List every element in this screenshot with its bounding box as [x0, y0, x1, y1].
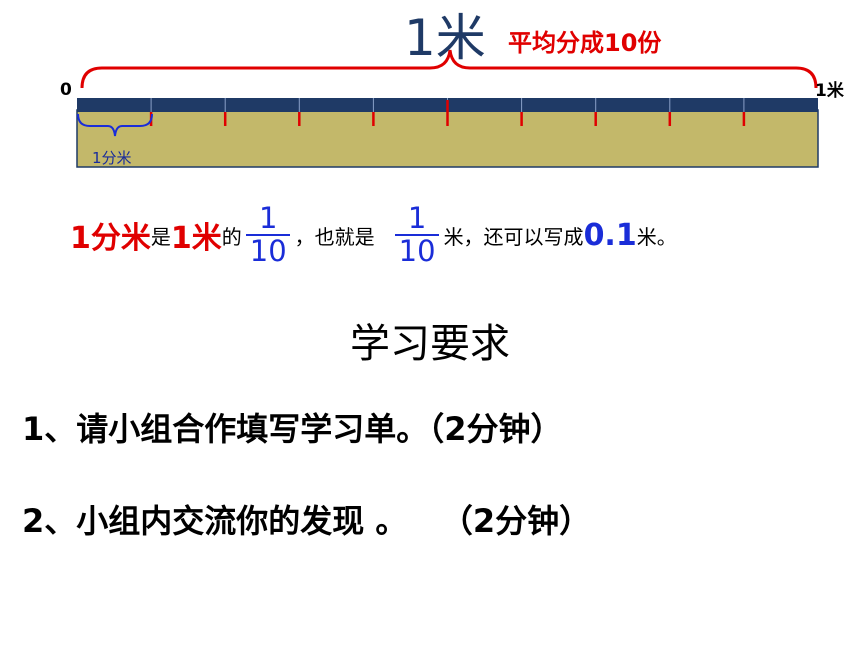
fraction-denominator: 10 [249, 234, 287, 268]
ruler-start-label: 0 [60, 80, 72, 100]
meter-title: 1米 [404, 9, 486, 67]
sentence-decimeter: 1分米 [70, 221, 151, 256]
sentence-text-meter-end: 米。 [636, 224, 677, 249]
divide-into-ten-label: 平均分成10份 [508, 29, 662, 57]
fraction-numerator: 1 [258, 201, 278, 235]
requirement-1: 1、请小组合作填写学习单。（2分钟） [22, 410, 563, 448]
sentence-meter: 1米 [170, 221, 222, 256]
fraction-denominator: 10 [398, 234, 436, 268]
fraction-one-tenth: 1 10 [246, 203, 291, 267]
sentence-text-of: 的 [221, 224, 242, 249]
fraction-bar [246, 234, 291, 236]
meter-brace [80, 49, 818, 89]
fraction-bar [395, 234, 440, 236]
fraction-one-tenth-meter: 1 10 [395, 203, 440, 267]
sentence-text-meter-also: 米，还可以写成 [443, 224, 584, 249]
decimeter-brace [77, 113, 153, 137]
requirement-2: 2、小组内交流你的发现 。 （2分钟） [22, 502, 592, 540]
decimeter-label: 1分米 [92, 149, 132, 167]
page-heading: 学习要求 [350, 321, 510, 367]
sentence-decimal-value: 0.1 [583, 217, 637, 253]
ruler-end-label: 1米 [815, 81, 844, 101]
sentence-text-that-is: ，也就是 [294, 224, 375, 249]
ruler-diagram [76, 49, 819, 168]
conversion-sentence: 1分米 是 1米 的 1 10 ，也就是 1 10 米，还可以写成 0.1 米。 [70, 200, 677, 270]
fraction-numerator: 1 [407, 201, 427, 235]
sentence-text-is: 是 [150, 224, 171, 249]
